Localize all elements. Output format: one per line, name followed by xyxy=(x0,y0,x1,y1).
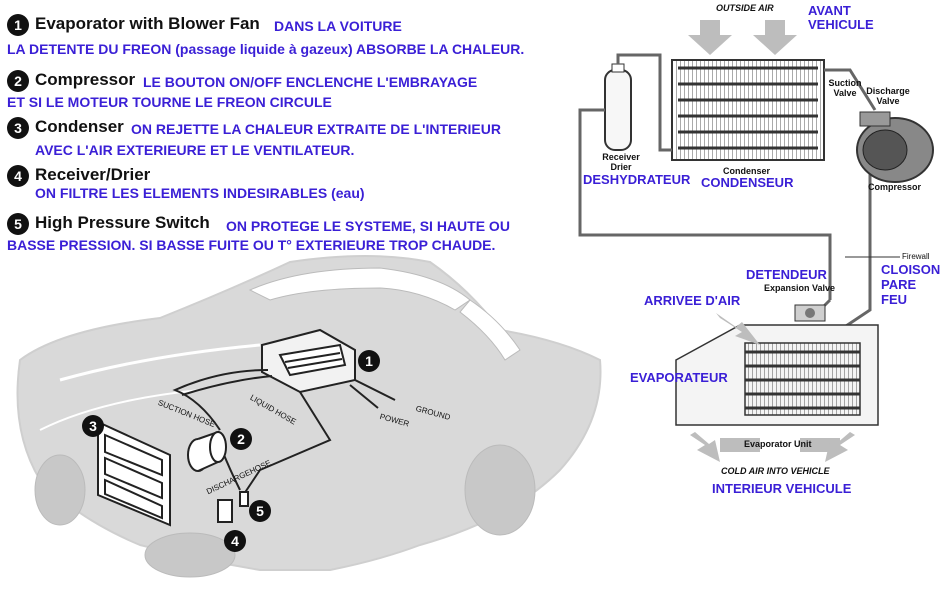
item-4-title: Receiver/Drier xyxy=(35,165,151,184)
item-5-note: ON PROTEGE LE SYSTEME, SI HAUTE OU xyxy=(226,218,510,234)
car-badge-4: 4 xyxy=(224,530,246,552)
condenser-label: Condenser xyxy=(723,166,771,176)
item-1-note-line2: LA DETENTE DU FREON (passage liquide à g… xyxy=(7,41,525,57)
firewall-label: Firewall xyxy=(902,252,930,261)
compressor-label: Compressor xyxy=(868,182,922,192)
item-3-title: Condenser xyxy=(35,117,124,136)
detendeur-label: DETENDEUR xyxy=(746,267,827,282)
evaporator-unit-label: Evaporator Unit xyxy=(744,439,812,449)
suction-valve-label: Suction Valve xyxy=(828,78,862,98)
item-3-note-line2: AVEC L'AIR EXTERIEURE ET LE VENTILATEUR. xyxy=(35,142,355,158)
cloison-label-3: FEU xyxy=(881,292,907,307)
ac-system-schematic xyxy=(578,20,934,462)
item-2-title: Compressor xyxy=(35,70,136,89)
receiver-drier-label: Receiver Drier xyxy=(602,152,640,172)
number-badge-4: 4 xyxy=(7,165,29,187)
item-5-title: High Pressure Switch xyxy=(35,213,210,232)
avant-label-2: VEHICULE xyxy=(808,17,874,32)
car-badge-5: 5 xyxy=(249,500,271,522)
car-silhouette xyxy=(16,255,602,578)
item-2-note: LE BOUTON ON/OFF ENCLENCHE L'EMBRAYAGE xyxy=(143,74,478,90)
condenseur-label: CONDENSEUR xyxy=(701,175,794,190)
car-badge-1: 1 xyxy=(358,350,380,372)
item-5-note-line2: BASSE PRESSION. SI BASSE FUITE OU T° EXT… xyxy=(7,237,496,253)
cold-air-label: COLD AIR INTO VEHICLE xyxy=(721,466,830,476)
number-badge-5: 5 xyxy=(7,213,29,235)
interieur-vehicule-label: INTERIEUR VEHICULE xyxy=(712,481,852,496)
number-badge-2: 2 xyxy=(7,70,29,92)
number-badge-1: 1 xyxy=(7,14,29,36)
number-badge-3: 3 xyxy=(7,117,29,139)
cloison-label-2: PARE xyxy=(881,277,917,292)
avant-label-1: AVANT xyxy=(808,3,851,18)
evaporateur-label: EVAPORATEUR xyxy=(630,370,728,385)
item-1-title: Evaporator with Blower Fan xyxy=(35,14,260,33)
discharge-valve-label: Discharge Valve xyxy=(866,86,910,106)
outside-air-label: OUTSIDE AIR xyxy=(716,3,774,13)
item-4-note-line2: ON FILTRE LES ELEMENTS INDESIRABLES (eau… xyxy=(35,185,365,201)
car-badge-3: 3 xyxy=(82,415,104,437)
car-badge-2: 2 xyxy=(230,428,252,450)
arrivee-air-label: ARRIVEE D'AIR xyxy=(644,293,741,308)
item-2-note-line2: ET SI LE MOTEUR TOURNE LE FREON CIRCULE xyxy=(7,94,332,110)
cloison-label-1: CLOISON xyxy=(881,262,941,277)
car-ac-components xyxy=(97,328,396,527)
deshydrateur-label: DESHYDRATEUR xyxy=(583,172,691,187)
expansion-valve-label: Expansion Valve xyxy=(764,283,836,293)
item-3-note: ON REJETTE LA CHALEUR EXTRAITE DE L'INTE… xyxy=(131,121,501,137)
item-1-note: DANS LA VOITURE xyxy=(274,18,402,34)
